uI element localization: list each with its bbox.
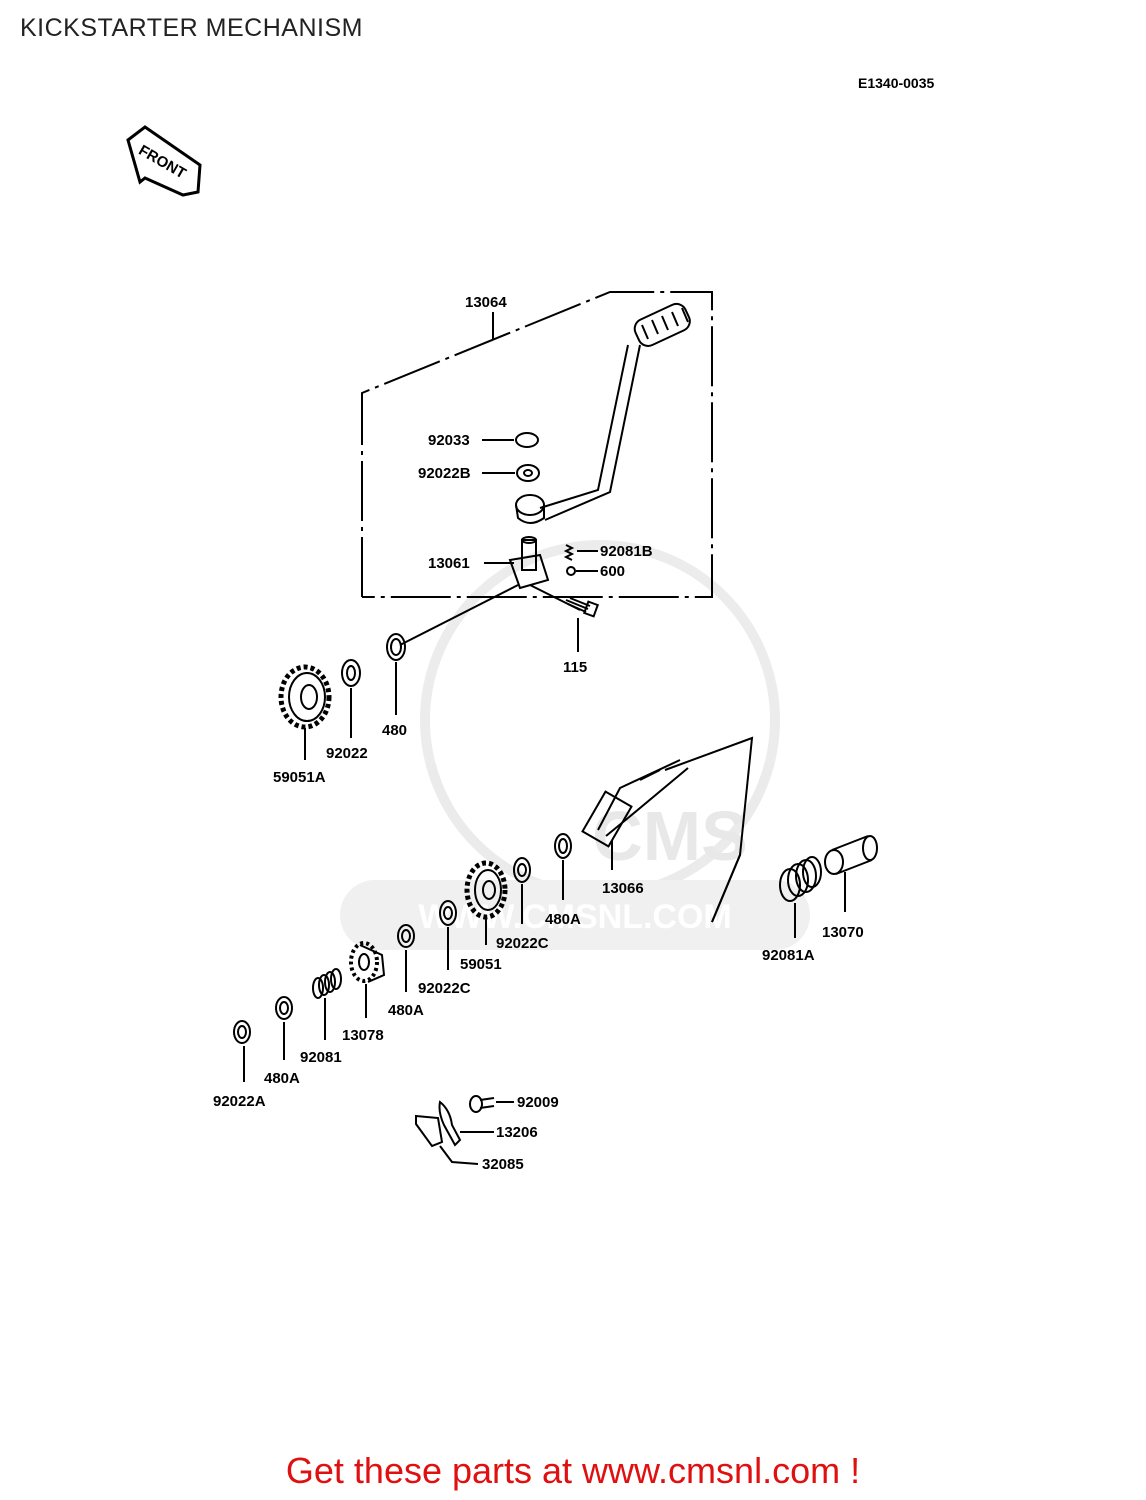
callout-92022B: 92022B [418, 465, 471, 482]
guide-13206 [438, 1100, 494, 1147]
gear-59051A [278, 664, 332, 760]
spring-92081 [312, 968, 342, 1040]
screw-92009 [469, 1095, 514, 1113]
callout-480A-2: 480A [388, 1002, 424, 1019]
callout-480A-3: 480A [264, 1070, 300, 1087]
callout-13064: 13064 [465, 294, 507, 311]
callout-480: 480 [382, 722, 407, 739]
callout-92081B: 92081B [600, 543, 653, 560]
callout-480A-1: 480A [545, 911, 581, 928]
washer-92022C-1 [513, 857, 531, 924]
sleeve-13070 [824, 835, 878, 912]
callout-92081A: 92081A [762, 947, 815, 964]
assembly-box-13064 [361, 291, 713, 598]
kick-spindle-13066 [581, 759, 689, 870]
callout-600: 600 [600, 563, 625, 580]
svg-text:CMS: CMS [592, 797, 748, 875]
callout-92081: 92081 [300, 1049, 342, 1066]
watermark: WWW.CMSNL.COM CMS [340, 540, 810, 950]
callout-59051A: 59051A [273, 769, 326, 786]
callout-92022C-2: 92022C [418, 980, 471, 997]
assembly-guide-lines [664, 736, 754, 923]
page-title: KICKSTARTER MECHANISM [20, 14, 363, 42]
spring-92081B [563, 544, 598, 561]
callout-115: 115 [563, 659, 587, 676]
washer-92033 [482, 432, 539, 448]
circlip-480A-2 [397, 924, 415, 992]
washer-92022A [233, 1020, 251, 1082]
circlip-480A-1 [554, 833, 572, 900]
washer-92022 [341, 659, 361, 738]
diagram-code: E1340-0035 [858, 75, 935, 91]
washer-92022C-2 [439, 900, 457, 970]
gear-59051 [464, 860, 508, 945]
spring-92081A [779, 856, 822, 938]
callout-32085: 32085 [482, 1156, 524, 1173]
footer-cta-link[interactable]: Get these parts at www.cmsnl.com ! [285, 1450, 861, 1491]
callout-13066: 13066 [602, 880, 644, 897]
callout-92022C-1: 92022C [496, 935, 549, 952]
callout-13206: 13206 [496, 1124, 538, 1141]
callout-92033: 92033 [428, 432, 470, 449]
bolt-115 [565, 597, 600, 652]
ball-600 [566, 566, 598, 576]
circlip-480A-3 [275, 996, 293, 1060]
callout-92022: 92022 [326, 745, 368, 762]
circlip-480 [386, 633, 406, 715]
callout-59051: 59051 [460, 956, 502, 973]
ratchet-13078 [349, 941, 386, 1018]
washer-92022B [482, 464, 540, 482]
callout-13061: 13061 [428, 555, 470, 572]
kick-pedal-lever [515, 302, 691, 524]
callout-92009: 92009 [517, 1094, 559, 1111]
front-arrow-icon: FRONT [126, 125, 202, 197]
plate-32085 [415, 1114, 479, 1165]
callout-13070: 13070 [822, 924, 864, 941]
callout-13078: 13078 [342, 1027, 384, 1044]
callout-92022A: 92022A [213, 1093, 266, 1110]
